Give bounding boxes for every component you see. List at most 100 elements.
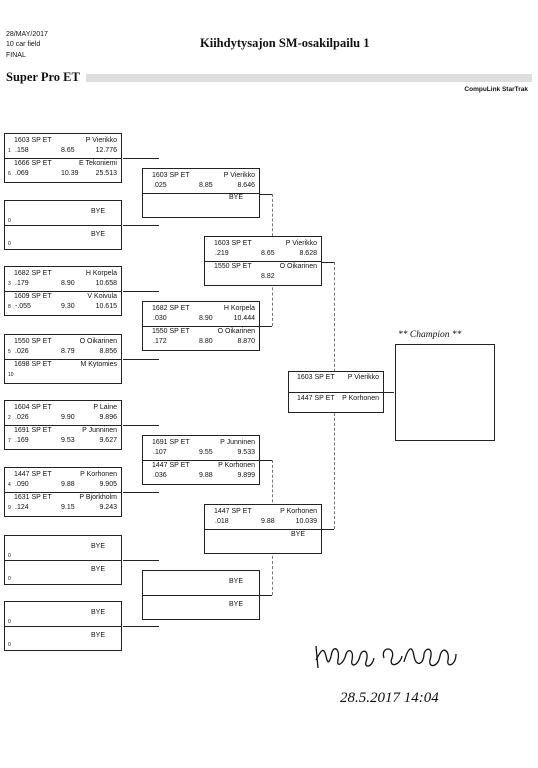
connector (123, 626, 159, 627)
elapsed-time: 8.90 (61, 280, 75, 287)
champion-box (395, 344, 495, 441)
reaction-time: .172 (153, 338, 167, 345)
driver-name: M Kytomies (80, 361, 117, 368)
reaction-time: .026 (15, 348, 29, 355)
brand-label: CompuLink StarTrak (464, 86, 528, 93)
divider (5, 560, 121, 561)
bye-label: BYE (90, 231, 105, 238)
dotted-rule (86, 74, 532, 82)
connector (384, 392, 394, 393)
speed: 12.776 (95, 147, 117, 154)
reaction-time: .179 (15, 280, 29, 287)
connector (334, 262, 335, 372)
divider (5, 626, 121, 627)
divider (5, 359, 121, 360)
class-title: Super Pro ET (6, 70, 80, 84)
r1-match-2: BYE 0 BYE 0 (4, 200, 122, 250)
car-number: 1666 SP ET (14, 160, 52, 167)
lane: 6 (8, 171, 11, 177)
speed: 9.627 (99, 437, 117, 444)
elapsed-time: 8.82 (261, 273, 275, 280)
divider (5, 291, 121, 292)
reaction-time: .018 (215, 518, 229, 525)
bye-label: BYE (228, 578, 243, 585)
connector (334, 413, 335, 529)
connector (123, 225, 159, 226)
divider (5, 425, 121, 426)
field-size: 10 car field (6, 41, 41, 48)
car-number: 1682 SP ET (152, 305, 190, 312)
driver-name: O Oikarinen (79, 338, 117, 345)
divider (143, 595, 259, 596)
divider (5, 225, 121, 226)
lane: 10 (8, 372, 14, 378)
reaction-time: .025 (153, 182, 167, 189)
r1-match-7: BYE 0 BYE 0 (4, 535, 122, 585)
lane: 7 (8, 438, 11, 444)
connector (260, 326, 272, 327)
lane: 3 (8, 281, 11, 287)
elapsed-time: 9.88 (199, 472, 213, 479)
car-number: 1603 SP ET (152, 172, 190, 179)
reaction-time: .069 (15, 170, 29, 177)
elapsed-time: 8.65 (61, 147, 75, 154)
connector (260, 595, 272, 596)
driver-name: P Junninen (82, 427, 117, 434)
lane: 8 (8, 304, 11, 310)
lane: 9 (8, 505, 11, 511)
car-number: 1631 SP ET (14, 494, 52, 501)
driver-name: P Junninen (220, 439, 255, 446)
car-number: 1609 SP ET (14, 293, 52, 300)
reaction-time: .219 (215, 250, 229, 257)
speed: 10.615 (95, 303, 117, 310)
car-number: 1550 SP ET (214, 263, 252, 270)
lane: 1 (8, 148, 11, 154)
car-number: 1691 SP ET (152, 439, 190, 446)
driver-name: P Korhonen (80, 471, 117, 478)
elapsed-time: 8.80 (199, 338, 213, 345)
car-number: 1698 SP ET (14, 361, 52, 368)
connector (123, 560, 159, 561)
zero-value: 0 (8, 642, 11, 648)
divider (143, 326, 259, 327)
elapsed-time: 9.90 (61, 414, 75, 421)
zero-value: 0 (8, 218, 11, 224)
bye-label: BYE (90, 632, 105, 639)
event-date: 28/MAY/2017 (6, 31, 48, 38)
car-number: 1604 SP ET (14, 404, 52, 411)
bye-label: BYE (290, 531, 305, 538)
champion-label: ** Champion ** (398, 330, 462, 340)
elapsed-time: 8.79 (61, 348, 75, 355)
car-number: 1550 SP ET (14, 338, 52, 345)
speed: 8.646 (237, 182, 255, 189)
driver-name: O Oikarinen (279, 263, 317, 270)
lane: 5 (8, 349, 11, 355)
driver-name: P Bjorkholm (79, 494, 117, 501)
car-number: 1447 SP ET (297, 395, 335, 402)
reaction-time: -.055 (15, 303, 31, 310)
bye-label: BYE (90, 609, 105, 616)
connector (272, 460, 273, 512)
lane: 4 (8, 482, 11, 488)
connector (260, 460, 272, 461)
bye-label: BYE (90, 543, 105, 550)
speed: 8.628 (299, 250, 317, 257)
divider (5, 492, 121, 493)
divider (205, 261, 321, 262)
driver-name: V Koivula (87, 293, 117, 300)
divider (205, 529, 321, 530)
driver-name: O Oikarinen (217, 328, 255, 335)
signature-date: 28.5.2017 14:04 (340, 690, 439, 706)
connector (123, 291, 159, 292)
elapsed-time: 8.90 (199, 315, 213, 322)
r2-match-4: BYE BYE (142, 570, 260, 620)
zero-value: 0 (8, 576, 11, 582)
elapsed-time: 9.53 (61, 437, 75, 444)
bye-label: BYE (90, 208, 105, 215)
